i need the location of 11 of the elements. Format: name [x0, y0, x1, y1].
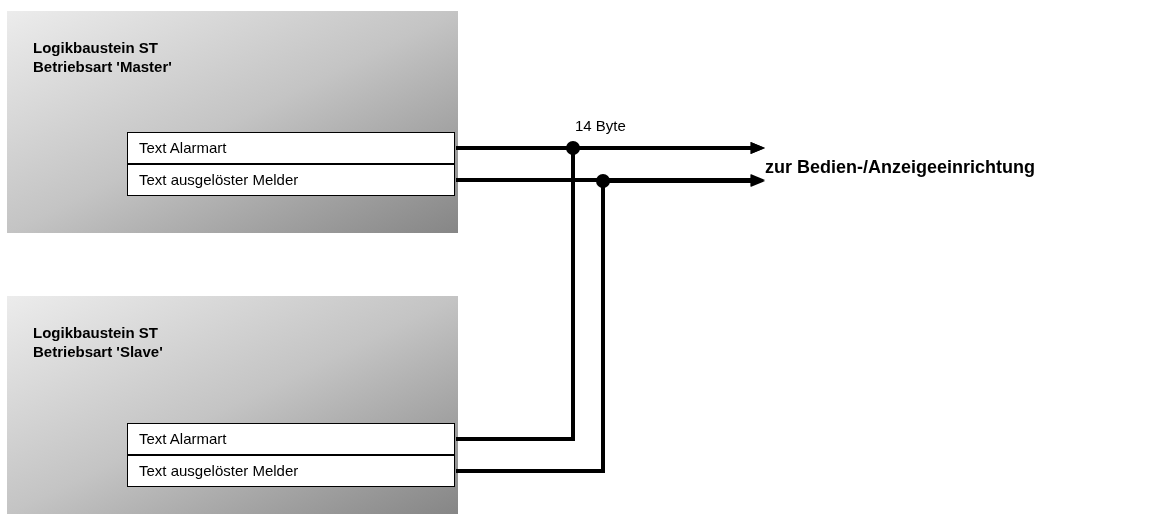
- signal-row: Text ausgelöster Melder: [127, 455, 455, 487]
- signal-arrow: [456, 142, 765, 441]
- module-panel: [7, 11, 458, 233]
- signal-arrow: [456, 175, 765, 473]
- module-heading: Logikbaustein ST Betriebsart 'Master': [33, 38, 173, 76]
- signal-row: Text Alarmart: [127, 423, 455, 455]
- module-panel: [7, 296, 458, 514]
- destination-label: zur Bedien-/Anzeigeeinrichtung: [765, 152, 1150, 182]
- module-heading: Logikbaustein ST Betriebsart 'Slave': [33, 323, 164, 361]
- signal-row: Text Alarmart: [127, 132, 455, 164]
- signal-row: Text ausgelöster Melder: [127, 164, 455, 196]
